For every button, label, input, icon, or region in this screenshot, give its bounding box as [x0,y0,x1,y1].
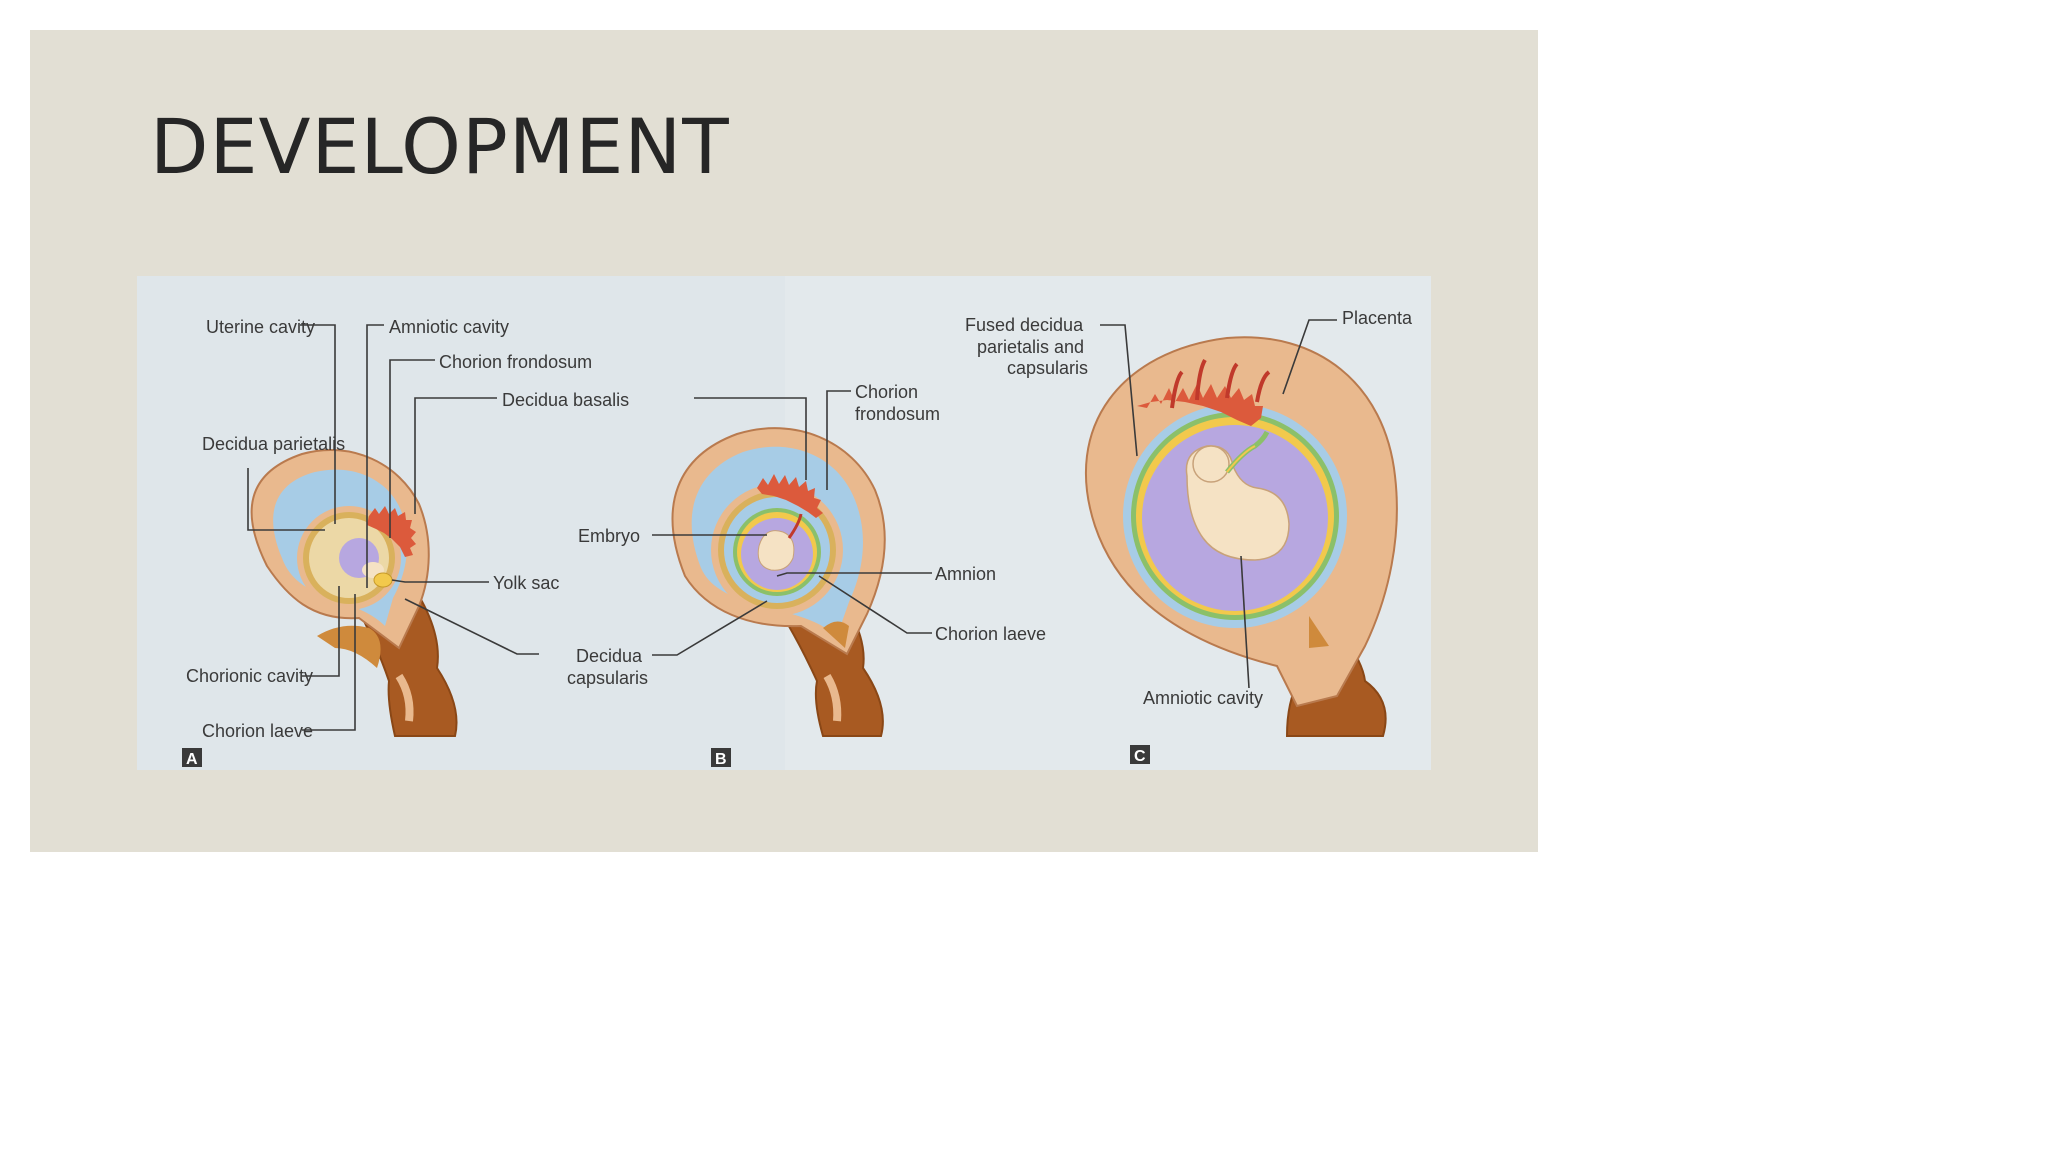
label-decidua-parietalis: Decidua parietalis [202,434,345,454]
panel-c-uterus-drawing [1085,336,1398,737]
label-chorion-frondosum-a: Chorion frondosum [439,352,592,372]
panel-c-leader-lines [1100,319,1337,689]
label-fused-decidua-line1: Fused decidua [965,315,1084,335]
slide: DEVELOPMENT [30,30,1538,852]
panel-b-leader-lines [652,390,932,656]
panel-c-letter: C [1134,748,1146,765]
label-placenta: Placenta [1342,308,1413,328]
label-amniotic-cavity-c: Amniotic cavity [1143,688,1263,708]
slide-title: DEVELOPMENT [150,102,730,191]
label-decidua-capsularis-line2: capsularis [567,668,648,688]
label-amniotic-cavity: Amniotic cavity [389,317,509,337]
label-embryo: Embryo [578,526,640,546]
panel-a-uterus-drawing [250,449,458,737]
panel-a-leader-lines [247,324,539,731]
label-fused-decidua-line3: capsularis [1007,358,1088,378]
panel-c: Fused decidua parietalis and capsularis … [965,308,1413,765]
panel-b-letter: B [715,751,727,768]
embryo-development-figure: Uterine cavity Amniotic cavity Chorion f… [137,276,1431,770]
label-chorion-frondosum-b-line2: frondosum [855,404,940,424]
label-yolk-sac: Yolk sac [493,573,559,593]
panel-b-uterus-drawing [671,427,886,737]
panel-a-letter: A [186,751,198,768]
label-chorionic-cavity: Chorionic cavity [186,666,313,686]
label-fused-decidua-line2: parietalis and [977,337,1084,357]
label-chorion-laeve-a: Chorion laeve [202,721,313,741]
panel-a: Uterine cavity Amniotic cavity Chorion f… [182,317,629,768]
label-uterine-cavity: Uterine cavity [206,317,315,337]
label-chorion-laeve-b: Chorion laeve [935,624,1046,644]
label-decidua-basalis: Decidua basalis [502,390,629,410]
label-chorion-frondosum-b-line1: Chorion [855,382,918,402]
panel-b: Chorion frondosum Embryo Decidua capsula… [567,382,1046,768]
label-decidua-capsularis-line1: Decidua [576,646,643,666]
label-amnion: Amnion [935,564,996,584]
